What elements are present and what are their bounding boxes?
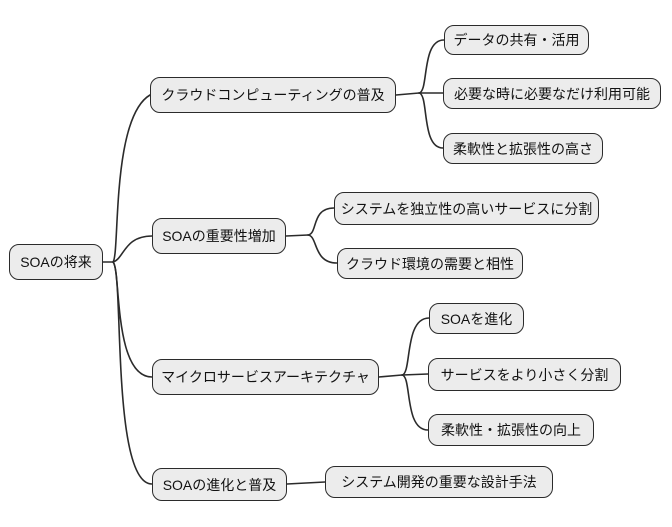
edge-branch3-child2: [401, 373, 429, 376]
edge-branch2-stub: [285, 234, 309, 237]
edge-branch1-child3: [418, 92, 444, 149]
node-split-into-independent-services: システムを独立性の高いサービスに分割: [334, 192, 599, 225]
node-important-design-method: システム開発の重要な設計手法: [325, 466, 553, 498]
edge-branch3-child1: [401, 317, 430, 376]
node-data-sharing: データの共有・活用: [444, 25, 589, 55]
edge-branch1-child1: [418, 39, 445, 94]
node-improve-flexibility-scalability: 柔軟性・拡張性の向上: [428, 414, 594, 446]
node-on-demand-use: 必要な時に必要なだけ利用可能: [443, 78, 661, 109]
node-evolve-soa: SOAを進化: [429, 303, 524, 334]
edge-branch2-child2: [307, 234, 338, 264]
node-soa-future: SOAの将来: [9, 244, 103, 280]
node-cloud-demand-compatibility: クラウド環境の需要と相性: [337, 248, 523, 279]
node-flexibility-scalability: 柔軟性と拡張性の高さ: [443, 133, 603, 164]
edge-branch4-child1: [286, 481, 326, 485]
node-soa-importance-increase: SOAの重要性増加: [152, 218, 286, 254]
node-split-services-smaller: サービスをより小さく分割: [428, 358, 621, 391]
edge-branch1-stub: [395, 92, 420, 96]
node-soa-evolution-spread: SOAの進化と普及: [152, 468, 287, 501]
edge-branch2-child1: [307, 207, 335, 236]
edge-root-branch1: [112, 94, 151, 263]
edge-branch3-stub: [378, 374, 403, 378]
edge-root-branch2: [112, 235, 153, 263]
edge-root-branch4: [112, 261, 153, 485]
node-microservices-architecture: マイクロサービスアーキテクチャ: [152, 359, 379, 395]
edge-branch3-child3: [401, 374, 429, 431]
node-cloud-computing-spread: クラウドコンピューティングの普及: [150, 77, 396, 113]
